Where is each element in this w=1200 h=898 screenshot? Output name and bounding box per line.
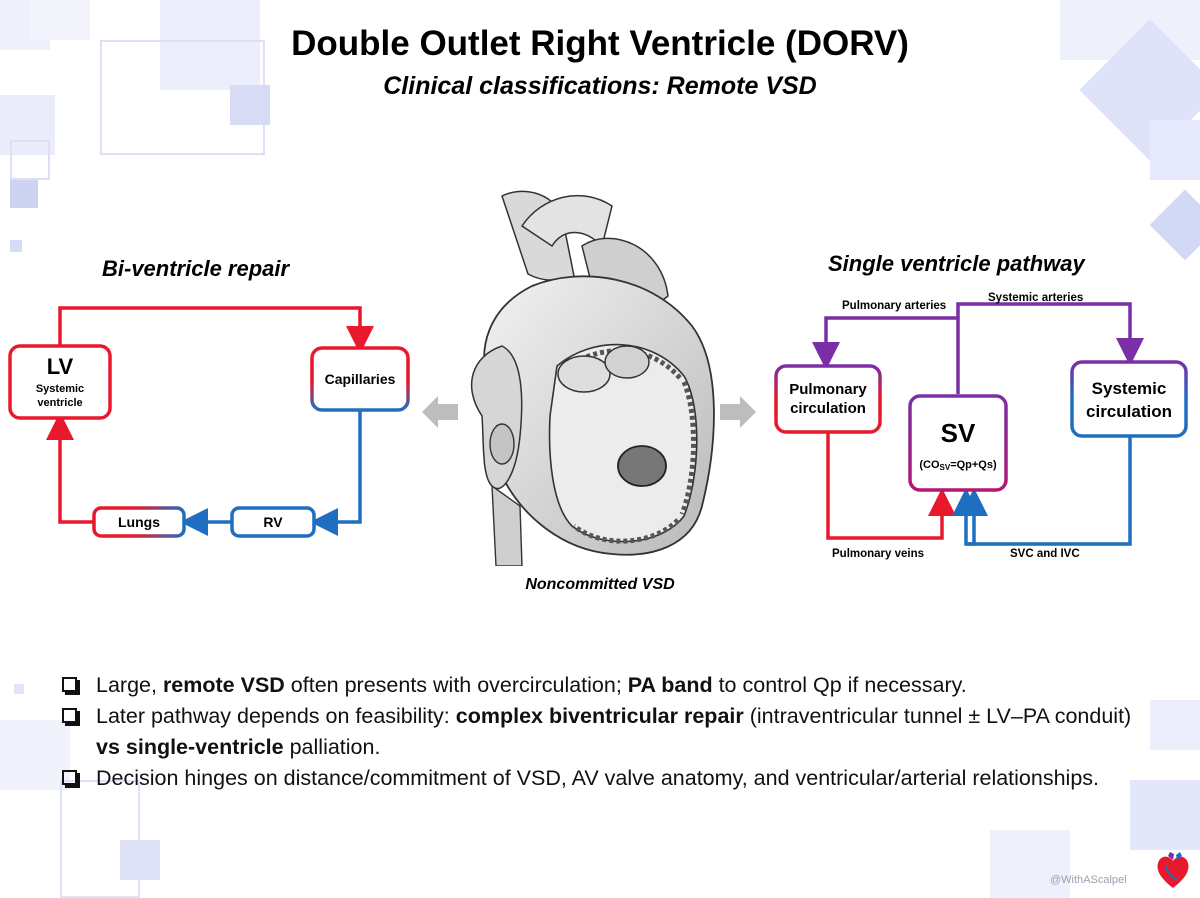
rv-label: RV bbox=[263, 514, 283, 530]
svc-ivc-line-2 bbox=[960, 488, 988, 546]
checkbox-icon bbox=[62, 770, 80, 788]
lv-to-capillaries-line bbox=[58, 306, 374, 354]
single-ventricle-diagram: Pulmonary circulation Systemic circulati… bbox=[774, 292, 1188, 560]
credit-label: @WithAScalpel bbox=[1050, 874, 1127, 886]
bullet-item-3: Decision hinges on distance/commitment o… bbox=[60, 763, 1150, 794]
systemic-circulation-label-2: circulation bbox=[1086, 402, 1172, 421]
checkbox-icon bbox=[62, 677, 80, 695]
capillaries-box bbox=[310, 346, 410, 412]
lungs-label: Lungs bbox=[118, 514, 160, 530]
sv-to-pulmonary-arteries-line bbox=[812, 316, 960, 394]
pulmonary-circulation-label-1: Pulmonary bbox=[789, 381, 867, 398]
lv-label: LV bbox=[47, 354, 74, 379]
pulmonary-circulation-label-2: circulation bbox=[790, 400, 866, 417]
checkbox-icon bbox=[62, 708, 80, 726]
bullet-list: Large, remote VSD often presents with ov… bbox=[60, 670, 1150, 794]
systemic-circulation-label-1: Systemic bbox=[1092, 379, 1167, 398]
systemic-circulation-box bbox=[1070, 360, 1188, 438]
bullet-item-1: Large, remote VSD often presents with ov… bbox=[60, 670, 1150, 701]
rv-cavity bbox=[548, 343, 698, 543]
vsd-hole bbox=[617, 445, 667, 487]
right-arrow-icon bbox=[720, 396, 756, 428]
pulmonary-arteries-label: Pulmonary arteries bbox=[842, 300, 946, 312]
biventricle-title: Bi-ventricle repair bbox=[102, 256, 290, 281]
aortic-outflow bbox=[557, 355, 611, 393]
trabeculation-rim-right bbox=[679, 381, 696, 515]
biventricle-diagram: LV Systemic ventricle Capillaries Lungs … bbox=[8, 306, 410, 538]
ivc bbox=[491, 484, 523, 566]
sv-to-systemic-arteries-line bbox=[956, 302, 1144, 366]
pulmonary-veins-line bbox=[826, 432, 956, 540]
capillaries-to-rv-line bbox=[310, 408, 362, 536]
capillaries-label: Capillaries bbox=[325, 371, 396, 387]
rv-box bbox=[230, 506, 316, 538]
sv-label: SV bbox=[941, 418, 976, 448]
right-atrium bbox=[471, 345, 523, 490]
lv-sub-label-2: ventricle bbox=[37, 397, 82, 409]
svc-ivc-label: SVC and IVC bbox=[1010, 548, 1080, 560]
page-title: Double Outlet Right Ventricle (DORV) bbox=[291, 24, 909, 63]
page-subtitle: Clinical classifications: Remote VSD bbox=[383, 72, 817, 100]
trabeculation-rim-bottom bbox=[572, 518, 680, 544]
heart-caption: Noncommitted VSD bbox=[525, 576, 675, 593]
sv-box bbox=[908, 394, 1008, 492]
bullet-item-2: Later pathway depends on feasibility: co… bbox=[60, 701, 1150, 763]
sv-formula: (COSV=Qp+Qs) bbox=[919, 459, 997, 472]
left-arrow-icon bbox=[422, 396, 458, 428]
heart-logo-icon bbox=[1157, 852, 1189, 888]
single-ventricle-title: Single ventricle pathway bbox=[828, 251, 1085, 276]
pulmonary-circulation-box bbox=[774, 364, 882, 434]
heart-illustration bbox=[471, 190, 715, 566]
lv-sub-label-1: Systemic bbox=[36, 383, 84, 395]
lv-box bbox=[8, 344, 112, 420]
lungs-box bbox=[92, 506, 186, 538]
svc-ivc-line bbox=[952, 434, 1132, 546]
pulmonary-outflow bbox=[604, 345, 650, 379]
aorta-arch bbox=[520, 194, 613, 248]
pulmonary-veins-label: Pulmonary veins bbox=[832, 548, 924, 560]
sinus-node bbox=[489, 423, 515, 465]
lungs-to-lv-line bbox=[46, 412, 94, 524]
systemic-arteries-label: Systemic arteries bbox=[988, 292, 1083, 304]
